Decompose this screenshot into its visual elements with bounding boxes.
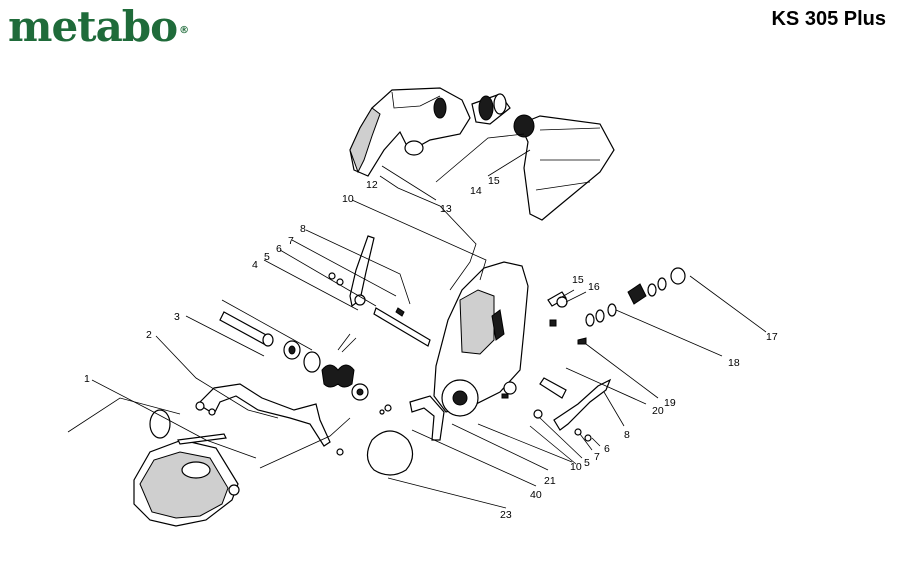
label-13: 14 xyxy=(470,185,482,197)
label-7-upper: 7 xyxy=(288,235,294,247)
part-right-assembly xyxy=(501,267,686,442)
label-14: 15 xyxy=(488,175,500,187)
label-10-lower: 10 xyxy=(570,461,582,473)
label-4: 4 xyxy=(252,259,258,271)
part-shaft xyxy=(219,311,274,347)
part-dust-bag xyxy=(513,114,615,221)
brand-name: metabo xyxy=(8,2,178,51)
label-16: 16 xyxy=(588,281,600,293)
label-20: 20 xyxy=(652,405,664,417)
label-6-lower: 6 xyxy=(604,443,610,455)
part-lower-guard xyxy=(133,409,240,527)
label-23: 23 xyxy=(500,509,512,521)
part-spring xyxy=(321,333,357,388)
part-bracket xyxy=(379,395,445,441)
label-7-lower: 7 xyxy=(594,451,600,463)
label-1: 1 xyxy=(84,373,90,385)
label-8-lower: 8 xyxy=(624,429,630,441)
label-12: 13 xyxy=(440,203,452,215)
part-lever-upper xyxy=(349,235,375,308)
leader-lines xyxy=(67,133,767,509)
part-nut xyxy=(328,272,336,280)
part-linkage-arm xyxy=(195,383,344,456)
label-15: 15 xyxy=(572,274,584,286)
label-5-upper: 5 xyxy=(264,251,270,263)
label-10-upper: 10 xyxy=(342,193,354,205)
part-bushings xyxy=(283,340,369,401)
label-18: 18 xyxy=(728,357,740,369)
part-dust-chute xyxy=(349,87,471,177)
model-title: KS 305 Plus xyxy=(771,8,886,30)
part-spindle xyxy=(373,307,431,347)
label-19: 19 xyxy=(664,397,676,409)
label-40: 40 xyxy=(530,489,542,501)
label-6-upper: 6 xyxy=(276,243,282,255)
label-2: 2 xyxy=(146,329,152,341)
label-3: 3 xyxy=(174,311,180,323)
part-retaining-ring xyxy=(366,430,414,476)
label-5-lower: 5 xyxy=(584,457,590,469)
part-screw xyxy=(395,307,405,317)
registered-mark: ® xyxy=(179,25,189,36)
label-21: 21 xyxy=(544,475,556,487)
brand-logo: metabo® xyxy=(8,2,189,52)
part-labels: 12 13 14 15 10 8 7 6 5 4 3 2 1 15 16 17 … xyxy=(84,175,778,521)
label-11: 12 xyxy=(366,179,378,191)
label-17: 17 xyxy=(766,331,778,343)
part-upper-guard xyxy=(433,261,529,417)
label-8-upper: 8 xyxy=(300,223,306,235)
part-hose-coupling xyxy=(471,93,511,125)
